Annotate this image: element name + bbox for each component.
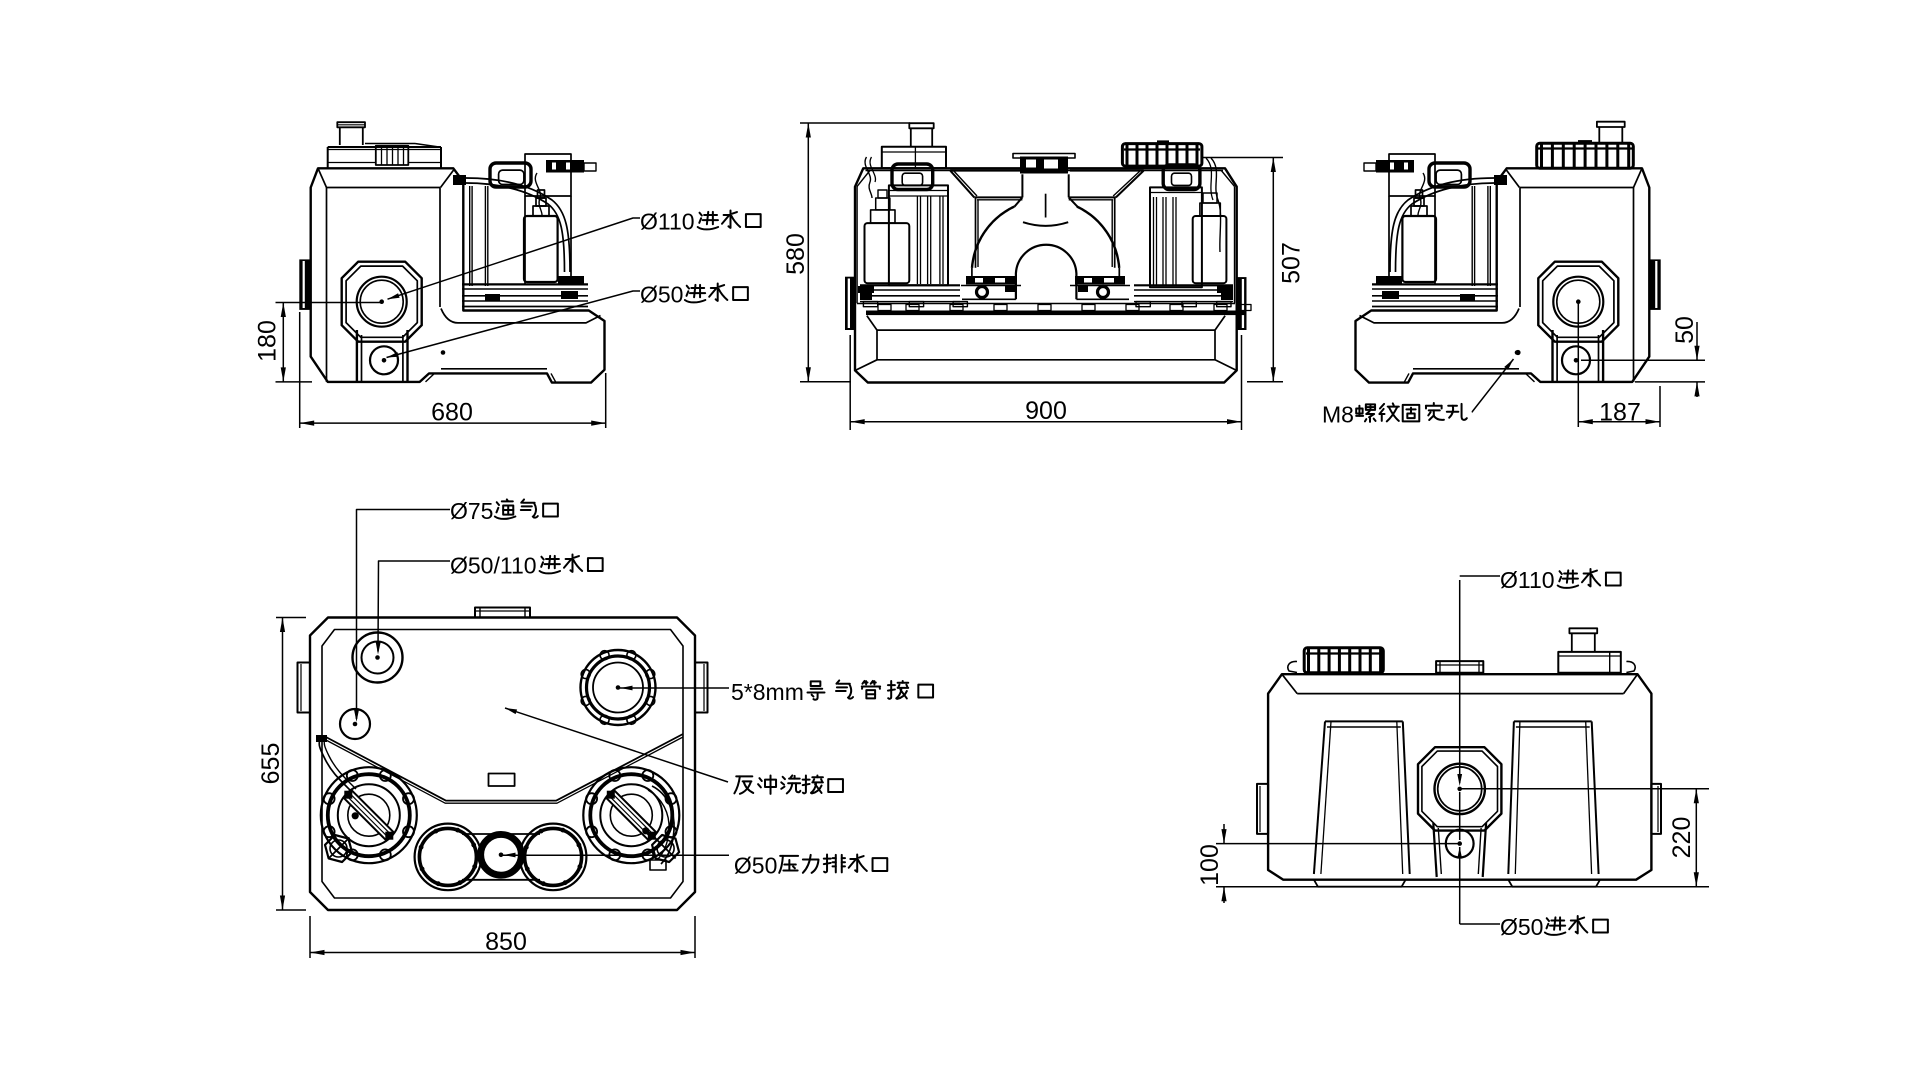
svg-text:507: 507 [1278, 242, 1306, 284]
svg-text:Ø110: Ø110 [1500, 567, 1555, 593]
svg-text:180: 180 [254, 320, 282, 362]
svg-text:50: 50 [1671, 316, 1699, 344]
svg-text:Ø50: Ø50 [1500, 914, 1543, 940]
svg-text:M8: M8 [1322, 402, 1354, 428]
svg-text:Ø50: Ø50 [640, 282, 683, 308]
svg-text:850: 850 [485, 928, 527, 956]
svg-text:680: 680 [431, 399, 473, 427]
svg-text:Ø50: Ø50 [734, 853, 777, 879]
svg-text:Ø50/110: Ø50/110 [450, 553, 537, 579]
svg-text:100: 100 [1196, 844, 1224, 886]
svg-text:655: 655 [257, 743, 285, 785]
svg-text:5*8mm: 5*8mm [731, 679, 804, 705]
svg-text:580: 580 [782, 233, 810, 275]
svg-text:900: 900 [1025, 397, 1067, 425]
svg-text:Ø75: Ø75 [450, 498, 493, 524]
svg-text:Ø110: Ø110 [640, 209, 695, 235]
svg-text:220: 220 [1668, 817, 1696, 859]
svg-text:187: 187 [1599, 399, 1641, 427]
